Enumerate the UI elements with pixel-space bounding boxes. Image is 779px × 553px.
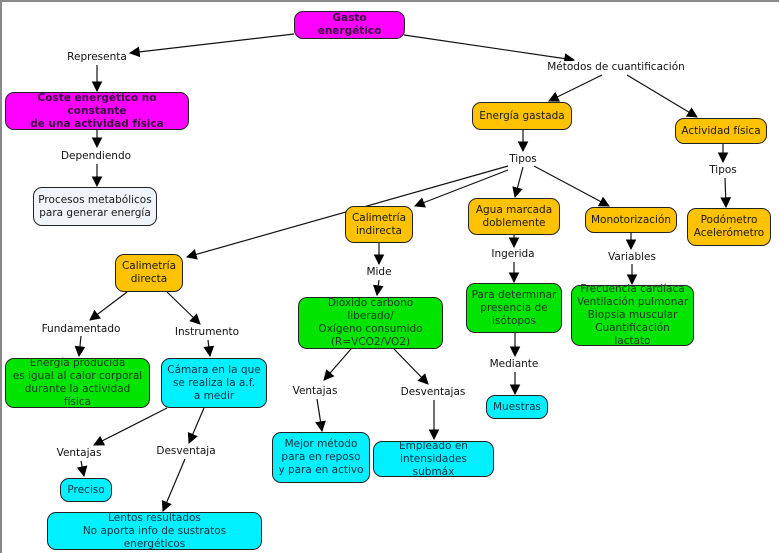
connector xyxy=(512,166,524,199)
node-procesos-metabolicos[interactable]: Procesos metabólicos para generar energí… xyxy=(33,187,157,226)
node-empleado-submax[interactable]: Empleado en intensidades submáx xyxy=(373,440,494,478)
connector xyxy=(187,407,205,444)
link-label-ventajas: Ventajas xyxy=(55,447,103,459)
node-isotopos[interactable]: Para determinar presencia de isótopos xyxy=(466,283,562,333)
link-label-mide: Mide xyxy=(365,266,393,278)
node-dioxido-carbono[interactable]: Dióxido carbono liberado/ Oxígeno consum… xyxy=(298,297,443,349)
node-lentos-resultados[interactable]: Lentos resultados No aporta info de sust… xyxy=(47,512,262,550)
node-coste-energetico[interactable]: Coste energético no constante de una act… xyxy=(5,92,189,130)
node-variables-lista[interactable]: Frecuencia cardíaca Ventilación pulmonar… xyxy=(571,283,694,347)
link-label-desventajas: Desventajas xyxy=(399,386,467,398)
node-podometro[interactable]: Podómetro Acelerómetro xyxy=(687,208,771,246)
connector xyxy=(626,74,698,118)
link-label-desventaja: Desventaja xyxy=(155,445,217,457)
link-label-variables: Variables xyxy=(607,251,657,263)
link-label-fundamentado: Fundamentado xyxy=(40,323,122,335)
link-label-ingerida: Ingerida xyxy=(490,248,536,260)
link-label-metodos: Métodos de cuantificación xyxy=(546,61,686,73)
connector xyxy=(720,177,732,209)
connector xyxy=(533,165,610,207)
connector xyxy=(74,335,86,358)
node-monotorizacion[interactable]: Monotorización xyxy=(585,207,677,233)
node-calimetria-directa[interactable]: Calimetría directa xyxy=(115,254,183,292)
connector xyxy=(372,279,384,297)
connector xyxy=(161,458,186,512)
connector xyxy=(128,33,295,58)
node-energia-gastada[interactable]: Energía gastada xyxy=(472,102,572,130)
node-preciso[interactable]: Preciso xyxy=(60,478,112,502)
link-label-tipos: Tipos xyxy=(508,153,538,165)
link-label-dependiendo: Dependiendo xyxy=(59,150,133,162)
connector xyxy=(89,291,128,321)
connector xyxy=(323,348,352,381)
connector xyxy=(393,348,429,385)
link-label-representa: Representa xyxy=(66,51,128,63)
link-label-mediante: Mediante xyxy=(488,358,540,370)
node-muestras[interactable]: Muestras xyxy=(486,395,548,419)
connector xyxy=(76,460,88,478)
link-label-tipos: Tipos xyxy=(708,164,738,176)
connector xyxy=(166,291,201,325)
link-label-instrumento: Instrumento xyxy=(173,326,241,338)
node-mejor-metodo[interactable]: Mejor método para en reposo y para en ac… xyxy=(272,432,370,483)
node-energia-producida[interactable]: Energía producida es igual al calor corp… xyxy=(5,357,150,408)
node-actividad-fisica[interactable]: Actividad física xyxy=(675,118,767,144)
connector xyxy=(413,169,509,208)
node-calimetria-indirecta[interactable]: Calimetría indirecta xyxy=(345,206,413,243)
connector xyxy=(548,74,603,102)
link-label-ventajas: Ventajas xyxy=(291,385,339,397)
connector xyxy=(403,34,576,64)
connector xyxy=(93,407,168,446)
node-camara[interactable]: Cámara en la que se realiza la a.f. a me… xyxy=(161,358,267,408)
connector xyxy=(203,339,215,358)
node-gasto-energetico[interactable]: Gasto energético xyxy=(294,11,405,39)
node-agua-marcada[interactable]: Agua marcada doblemente xyxy=(468,198,560,235)
connector xyxy=(315,398,326,433)
